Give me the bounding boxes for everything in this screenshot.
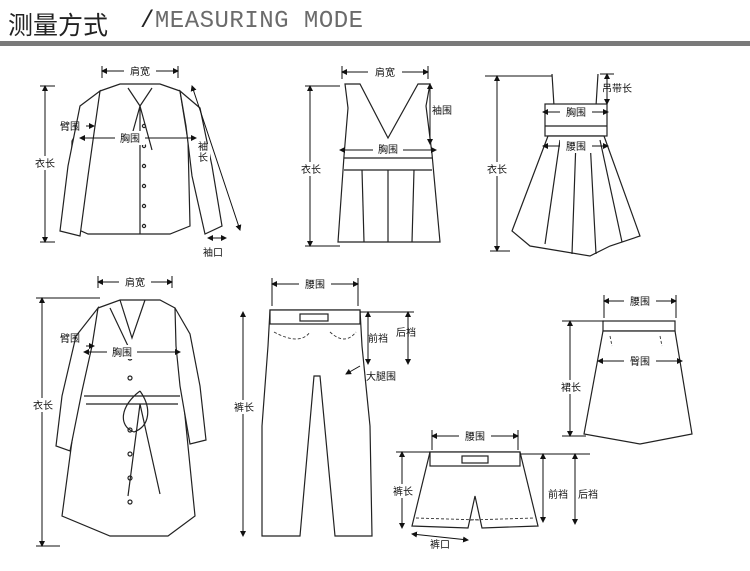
coat-belt [84, 395, 180, 405]
blouse-figure: 肩宽 胸围 臂围 衣长 袖长 袖口 [30, 64, 242, 259]
dress-figure: 吊带长 胸围 腰围 衣长 [482, 73, 641, 257]
trousers-figure: 腰围 前裆 后裆 大腿围 裤长 [229, 277, 416, 537]
trousers-body [261, 309, 373, 537]
coat-collar [109, 299, 146, 347]
shorts-figure: 腰围 裤长 前裆 后裆 裤口 [388, 429, 598, 551]
header-rule [0, 41, 750, 46]
blouse-chest-label: 胸围 [120, 132, 140, 145]
dress-straps [551, 73, 599, 107]
dress-chest-label: 胸围 [566, 106, 586, 119]
blouse-shoulder-label: 肩宽 [130, 65, 150, 78]
coat-shoulder-label: 肩宽 [125, 276, 145, 289]
skirt-waist-label: 腰围 [630, 296, 650, 308]
trousers-back-rise-label: 后裆 [396, 326, 416, 339]
coat-figure: 肩宽 胸围 臂围 衣长 [28, 275, 207, 547]
measurement-diagram: 肩宽 胸围 臂围 衣长 袖长 袖口 肩宽 袖围 胸围 [28, 64, 693, 551]
trousers-front-rise-label: 前裆 [368, 332, 388, 345]
trousers-length-label: 裤长 [234, 401, 254, 414]
header: 测量方式 /MEASURING MODE [0, 0, 750, 46]
trousers-thigh-label: 大腿围 [366, 370, 396, 383]
skirt-length-label: 裙长 [561, 381, 581, 394]
shorts-hem-label: 裤口 [430, 538, 450, 551]
dress-waist-label: 腰围 [566, 141, 586, 153]
title-separator: / [140, 8, 155, 35]
skirt-hip-label: 臀围 [630, 356, 650, 368]
blouse-cuff-label: 袖口 [203, 246, 223, 259]
tank-chest-label: 胸围 [378, 143, 398, 156]
shorts-waist-label: 腰围 [465, 431, 485, 443]
blouse-length-label: 衣长 [35, 157, 55, 170]
page-title-en: /MEASURING MODE [140, 8, 364, 35]
shorts-back-rise-label: 后裆 [578, 488, 598, 501]
coat-arm-label: 臂围 [60, 332, 80, 345]
tank-body [337, 83, 441, 243]
dress-skirt [511, 135, 641, 257]
dress-length-label: 衣长 [487, 163, 507, 176]
page-title-cn: 测量方式 [8, 11, 109, 40]
blouse-sleeve-length-label: 袖长 [198, 140, 208, 164]
shorts-body [411, 451, 539, 529]
shorts-length-label: 裤长 [393, 485, 413, 498]
shorts-front-rise-label: 前裆 [548, 488, 568, 501]
tank-length-label: 衣长 [301, 163, 321, 176]
tank-armhole-label: 袖围 [432, 104, 452, 117]
coat-belt-tie [122, 390, 161, 497]
trousers-waist-label: 腰围 [305, 279, 325, 291]
tank-figure: 肩宽 袖围 胸围 衣长 [296, 65, 452, 247]
blouse-arm-label: 臂围 [60, 120, 80, 133]
coat-length-label: 衣长 [33, 399, 53, 412]
skirt-figure: 腰围 臀围 裙长 [556, 294, 693, 445]
dress-strap-label: 吊带长 [602, 83, 632, 95]
skirt-body [583, 330, 693, 445]
skirt-waistband [602, 320, 676, 332]
coat-body [61, 299, 196, 537]
tank-shoulder-label: 肩宽 [375, 66, 395, 79]
coat-chest-label: 胸围 [112, 346, 132, 359]
page-title-en-text: MEASURING MODE [154, 8, 364, 35]
